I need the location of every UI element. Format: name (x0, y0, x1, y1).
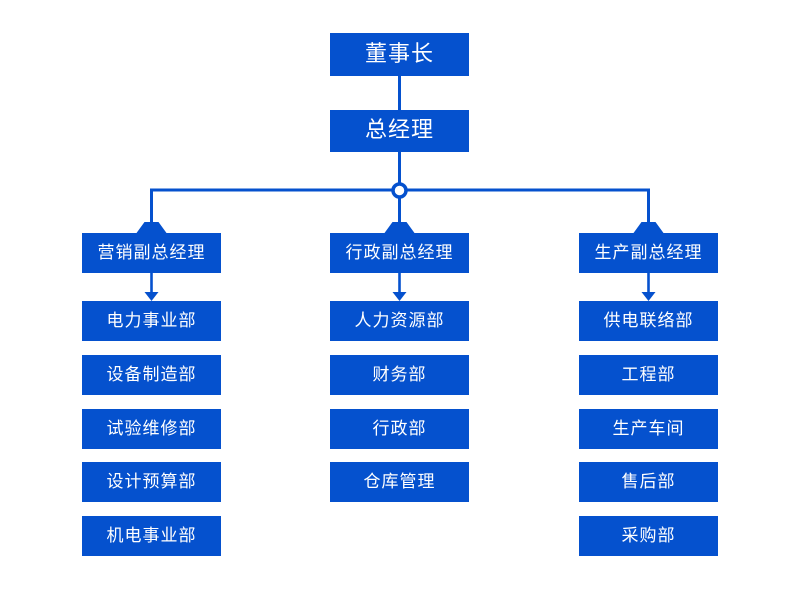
org-node-department[interactable]: 工程部 (579, 355, 718, 395)
org-node-department[interactable]: 电力事业部 (82, 301, 221, 341)
org-node-department[interactable]: 设计预算部 (82, 462, 221, 502)
org-node-department[interactable]: 仓库管理 (330, 462, 469, 502)
org-node-department[interactable]: 人力资源部 (330, 301, 469, 341)
org-node-head-admin[interactable]: 行政副总经理 (330, 233, 469, 273)
org-node-head-production[interactable]: 生产副总经理 (579, 233, 718, 273)
arrow-head-middle-icon (392, 292, 407, 301)
org-node-head-marketing[interactable]: 营销副总经理 (82, 233, 221, 273)
org-node-department[interactable]: 行政部 (330, 409, 469, 449)
trapezoid-tab-right (633, 222, 664, 233)
trapezoid-tab-middle (384, 222, 415, 233)
org-node-department[interactable]: 采购部 (579, 516, 718, 556)
org-node-department[interactable]: 试验维修部 (82, 409, 221, 449)
org-node-department[interactable]: 生产车间 (579, 409, 718, 449)
org-node-department[interactable]: 机电事业部 (82, 516, 221, 556)
trapezoid-tab-left (136, 222, 167, 233)
arrow-head-right-icon (641, 292, 656, 301)
org-node-chairman[interactable]: 董事长 (330, 33, 469, 76)
org-node-department[interactable]: 财务部 (330, 355, 469, 395)
org-node-department[interactable]: 售后部 (579, 462, 718, 502)
org-node-department[interactable]: 供电联络部 (579, 301, 718, 341)
junction-circle-icon (391, 182, 408, 199)
arrow-head-left-icon (144, 292, 159, 301)
org-node-general-manager[interactable]: 总经理 (330, 110, 469, 152)
org-node-department[interactable]: 设备制造部 (82, 355, 221, 395)
